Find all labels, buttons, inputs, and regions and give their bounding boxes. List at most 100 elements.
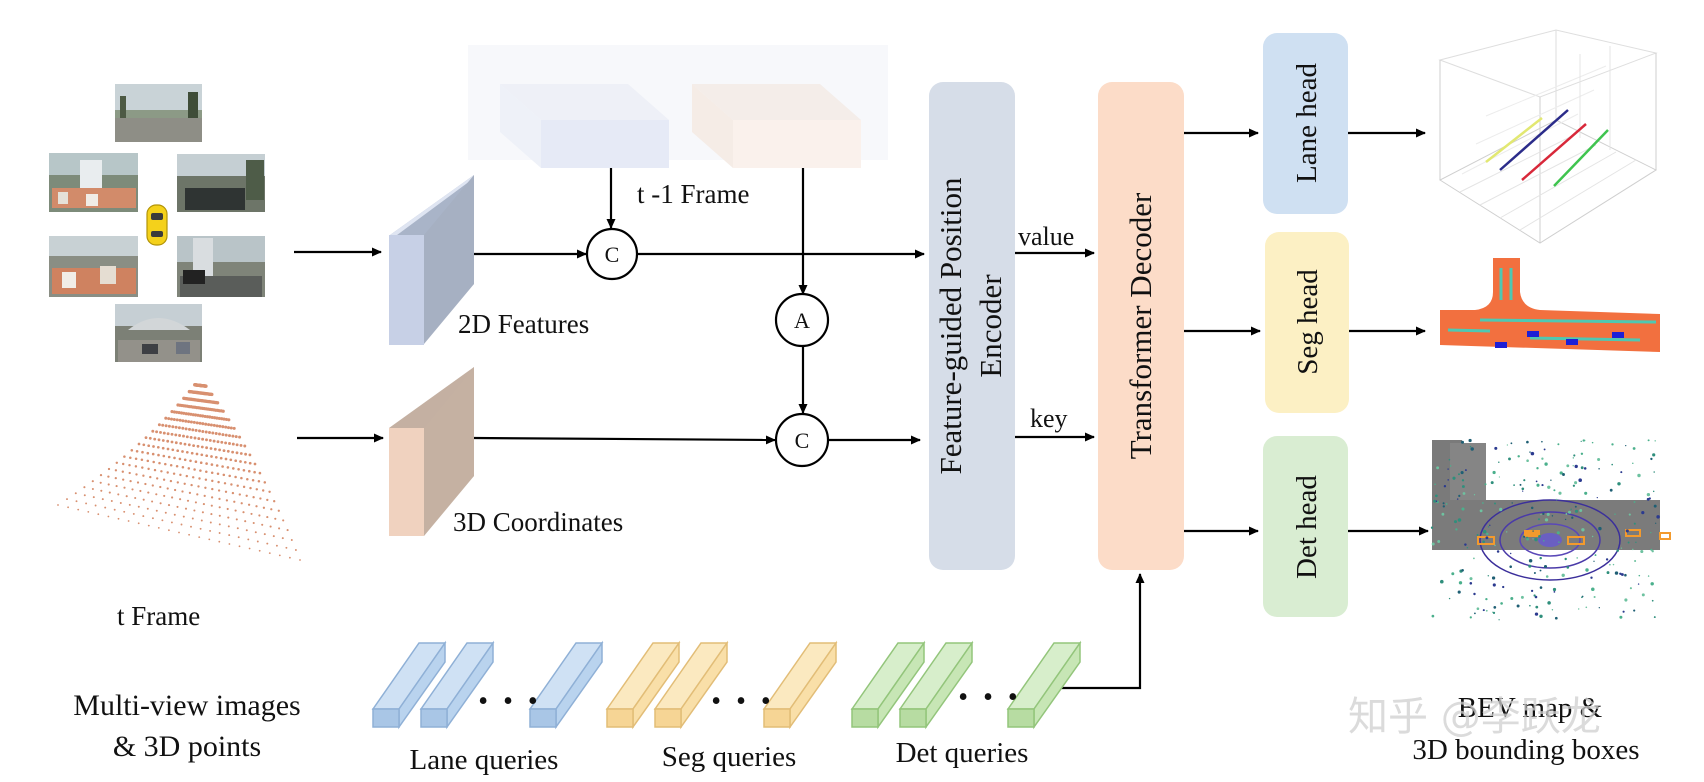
point-cloud-dot — [235, 451, 239, 455]
point-cloud-dot — [174, 425, 178, 429]
detection-scatter-dot — [1537, 518, 1541, 521]
point-cloud-dot — [205, 454, 209, 458]
detection-scatter-dot — [1573, 454, 1576, 457]
detection-scatter-dot — [1469, 582, 1473, 585]
connectors — [294, 128, 1429, 690]
point-cloud-dot — [185, 435, 189, 439]
detection-scatter-dot — [1551, 515, 1554, 517]
detection-scatter-dot — [1625, 529, 1629, 533]
point-cloud-dot — [178, 457, 182, 461]
point-cloud-dot — [248, 453, 252, 457]
point-cloud-dot — [170, 410, 174, 414]
point-cloud-dot — [209, 521, 212, 524]
detection-scatter-dot — [1614, 571, 1619, 575]
point-cloud-dot — [166, 439, 170, 443]
detection-scatter-dot — [1529, 451, 1531, 453]
point-cloud-dot — [214, 455, 218, 459]
detection-scatter-dot — [1482, 502, 1484, 504]
point-cloud-dot — [135, 473, 138, 476]
detection-scatter-dot — [1458, 581, 1463, 585]
detection-scatter-dot — [1476, 534, 1479, 536]
point-cloud-dot — [268, 490, 271, 494]
point-cloud-dot — [83, 486, 86, 489]
point-cloud-dot — [201, 511, 204, 514]
point-cloud-dot — [194, 501, 197, 504]
point-cloud-dot — [218, 532, 221, 534]
point-cloud-dot — [74, 492, 77, 495]
point-cloud-dot — [189, 420, 193, 424]
point-cloud-dot — [91, 480, 94, 483]
detection-scatter-dot — [1460, 471, 1464, 475]
detection-scatter-dot — [1572, 457, 1575, 459]
point-cloud-dot — [115, 485, 118, 488]
point-cloud-dot — [164, 416, 168, 420]
detection-scatter-dot — [1611, 463, 1613, 466]
detection-scatter-dot — [1594, 554, 1597, 557]
detection-scatter-dot — [1572, 465, 1574, 467]
point-cloud-dot — [285, 546, 288, 549]
detection-scatter-dot — [1547, 485, 1551, 489]
detection-scatter-dot — [1653, 471, 1655, 473]
point-cloud-dot — [155, 509, 158, 512]
seg-head-label: Seg head — [1292, 269, 1324, 375]
point-cloud-dot — [240, 502, 243, 505]
point-cloud-dot — [197, 437, 201, 441]
point-cloud-dot — [233, 500, 236, 503]
point-cloud-dot — [146, 507, 149, 510]
point-cloud-dot — [205, 415, 210, 419]
point-cloud-dot — [128, 503, 131, 506]
point-cloud-dot — [224, 425, 228, 429]
detection-scatter-dot — [1445, 503, 1448, 505]
point-cloud-dot — [194, 428, 198, 432]
detection-scatter-dot — [1470, 447, 1474, 451]
point-cloud-dot — [177, 426, 181, 430]
point-cloud-dot — [187, 467, 191, 470]
detection-scatter-dot — [1473, 557, 1475, 560]
detection-scatter-dot — [1546, 512, 1550, 516]
point-cloud-dot — [204, 422, 208, 426]
point-cloud-dot — [163, 494, 166, 497]
detection-scatter-dot — [1437, 540, 1441, 543]
point-cloud-dot — [77, 508, 80, 511]
detection-scatter-dot — [1650, 531, 1652, 534]
output-caption-line2: 3D bounding boxes — [1412, 734, 1639, 766]
point-cloud-dot — [200, 445, 204, 449]
detection-scatter-dot — [1552, 587, 1557, 592]
point-cloud-dot — [184, 412, 188, 416]
point-cloud-dot — [191, 517, 194, 520]
point-cloud-dot — [269, 525, 272, 528]
point-cloud-dot — [99, 481, 102, 484]
point-cloud-dot — [107, 475, 110, 478]
detection-scatter-dot — [1545, 575, 1549, 578]
point-cloud-dot — [115, 461, 119, 465]
detection-scatter-dot — [1564, 557, 1567, 561]
point-cloud-dot — [110, 500, 113, 502]
detection-scatter-dot — [1541, 440, 1543, 443]
detection-scatter-dot — [1455, 528, 1458, 531]
point-cloud-dot — [278, 527, 281, 530]
detection-scatter-dot — [1443, 485, 1447, 488]
detection-scatter-dot — [1564, 518, 1567, 521]
detection-scatter-dot — [1526, 536, 1528, 539]
point-cloud-dot — [216, 472, 220, 476]
key-label: key — [1030, 404, 1068, 433]
point-cloud-dot — [194, 413, 198, 417]
detection-scatter-dot — [1529, 604, 1531, 607]
detection-scatter-dot — [1651, 599, 1654, 602]
point-cloud-dot — [215, 424, 219, 428]
detection-scatter-dot — [1447, 468, 1449, 470]
point-cloud-dot — [222, 473, 226, 477]
point-cloud-dot — [202, 503, 205, 506]
detection-scatter-dot — [1591, 535, 1594, 538]
point-cloud-dot — [178, 434, 182, 437]
detection-scatter-dot — [1534, 537, 1538, 542]
point-cloud-dot — [193, 468, 196, 471]
point-cloud-dot — [184, 419, 188, 423]
point-cloud-dot — [209, 423, 213, 427]
point-cloud-dot — [157, 423, 161, 427]
point-cloud-dot — [146, 451, 150, 455]
point-cloud-dot — [147, 524, 150, 527]
detection-scatter-dot — [1654, 440, 1656, 442]
point-cloud-dot — [253, 462, 257, 466]
detection-scatter-dot — [1581, 596, 1583, 599]
